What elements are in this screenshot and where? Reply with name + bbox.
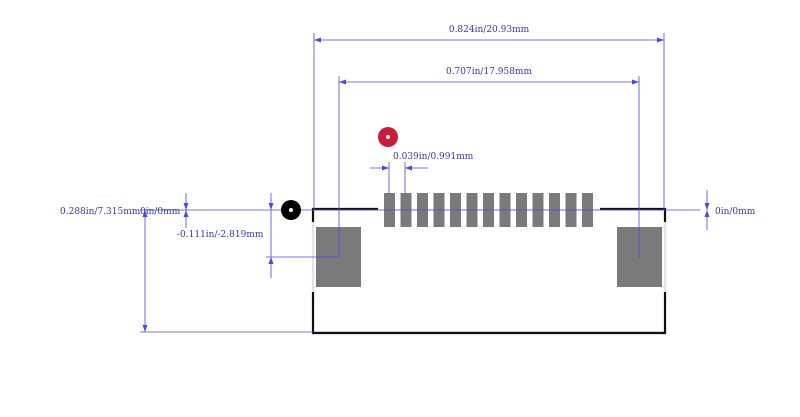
- dimension-mount-pad-offset: -0.111in/-2.819mm: [177, 193, 339, 278]
- dimension-label-origin-offset-right: 0in/0mm: [715, 207, 756, 217]
- courtyard-outline: [312, 209, 666, 333]
- dimension-label-overall-width: 0.824in/20.93mm: [449, 25, 530, 35]
- dimension-overall-width: 0.824in/20.93mm: [313, 25, 665, 210]
- dimension-origin-offset-left: 0in/0mm: [140, 193, 189, 228]
- dimension-label-origin-offset-left: 0in/0mm: [140, 207, 181, 217]
- dimension-total-height: 0.288in/7.315mm: [60, 207, 313, 333]
- dimension-pad-span: 0.707in/17.958mm: [338, 67, 640, 258]
- dimension-label-pin-pitch: 0.039in/0.991mm: [393, 152, 474, 162]
- dimension-origin-offset-right: 0in/0mm: [704, 190, 756, 230]
- dimension-label-total-height: 0.288in/7.315mm: [60, 207, 141, 217]
- dimension-label-pad-span: 0.707in/17.958mm: [446, 67, 532, 77]
- mount-pad-right: [617, 227, 662, 287]
- dimension-pin-pitch: 0.039in/0.991mm: [370, 152, 474, 194]
- pin1-marker-icon: [378, 127, 398, 147]
- origin-marker-icon: [281, 200, 301, 220]
- body-outline: [311, 207, 667, 335]
- dimension-label-mount-pad-offset: -0.111in/-2.819mm: [177, 230, 264, 240]
